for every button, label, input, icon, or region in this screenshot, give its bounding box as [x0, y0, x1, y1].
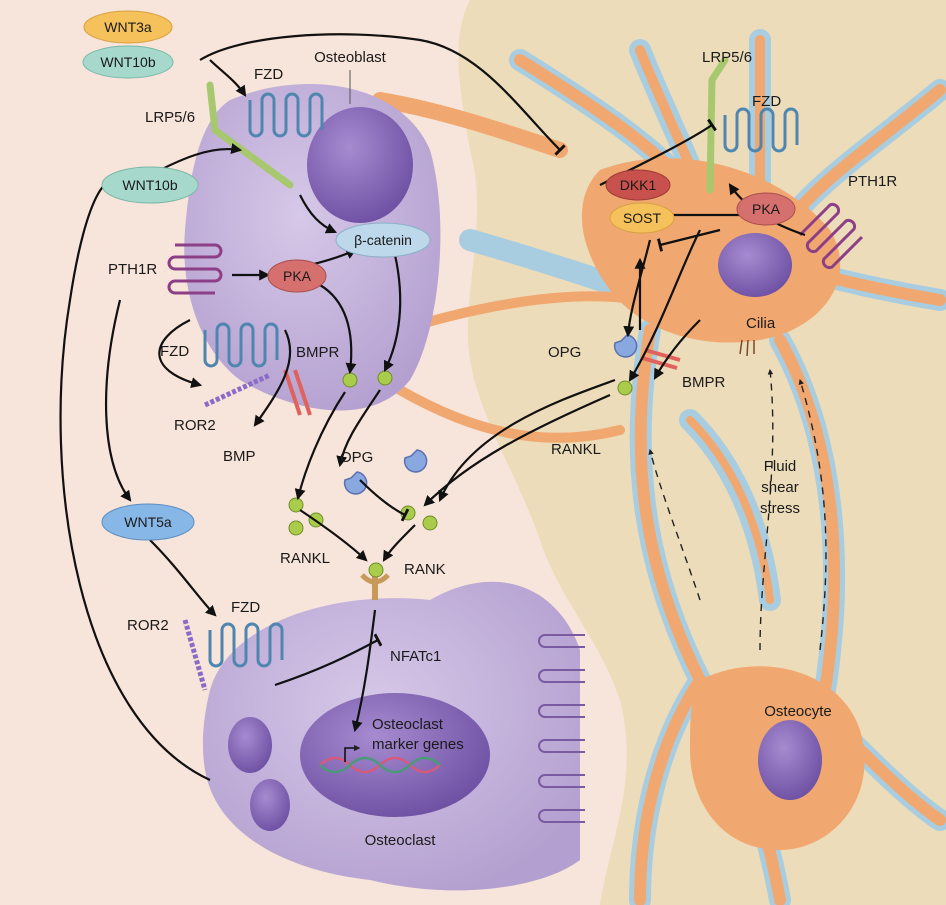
fluid-label-3: stress [760, 500, 800, 517]
lrp-label-osteocyte: LRP5/6 [702, 49, 752, 66]
osteoblast-nucleus [307, 107, 413, 223]
svg-text:WNT10b: WNT10b [100, 54, 155, 70]
osteocyte-lower-nucleus [758, 720, 822, 800]
osteocyte-upper-nucleus [718, 233, 792, 297]
rankl-label-osteocyte: RANKL [551, 441, 601, 458]
pka-pill-osteocyte: PKA [736, 192, 796, 226]
fzd-receptor-osteoblast [248, 92, 324, 138]
pth1r-label-osteoblast: PTH1R [108, 261, 157, 278]
wnt3a-pill: WNT3a [83, 10, 173, 44]
rank-receptor-cup [360, 573, 390, 585]
fzd-receptor-osteoblast-lower [203, 322, 279, 368]
pka-pill-osteoblast: PKA [267, 259, 327, 293]
osteocyte-label: Osteocyte [764, 703, 832, 720]
dna-helix-strand-2 [319, 756, 441, 774]
osteoblast-label: Osteoblast [314, 49, 387, 66]
bmpr-label-osteocyte: BMPR [682, 374, 726, 391]
svg-text:SOST: SOST [623, 210, 662, 226]
ruffled-border [538, 634, 585, 823]
cilia [739, 339, 755, 357]
bmpr-receptor-osteoblast [283, 369, 312, 416]
fzd-label-osteocyte: FZD [752, 93, 781, 110]
osteoclast-small-nucleus-1 [228, 717, 272, 773]
fzd-receptor-osteoclast [208, 622, 284, 668]
pth1r-receptor-osteoblast [167, 243, 223, 295]
wnt10b-pill-top: WNT10b [82, 45, 174, 79]
ror2-receptor-osteoclast [182, 619, 208, 691]
cilia-label: Cilia [746, 315, 776, 332]
bmp-label: BMP [223, 448, 256, 465]
marker-genes-label-1: Osteoclast [372, 716, 444, 733]
transcription-arrow [344, 744, 361, 762]
svg-text:WNT3a: WNT3a [104, 19, 152, 35]
bmpr-label-osteoblast: BMPR [296, 344, 340, 361]
lrp-label-osteoblast: LRP5/6 [145, 109, 195, 126]
pth1r-receptor-osteocyte [798, 202, 864, 270]
svg-text:PKA: PKA [752, 201, 781, 217]
fluid-label-2: shear [761, 479, 799, 496]
svg-text:WNT10b: WNT10b [122, 177, 177, 193]
ror2-label-osteoclast: ROR2 [127, 617, 169, 634]
wnt5a-pill: WNT5a [101, 503, 195, 541]
svg-text:PKA: PKA [283, 268, 312, 284]
rankl-label-center: RANKL [280, 550, 330, 567]
dkk1-pill: DKK1 [605, 169, 671, 201]
fluid-flow-arrows [648, 368, 827, 651]
fzd-label-osteoblast-lower: FZD [160, 343, 189, 360]
svg-text:DKK1: DKK1 [620, 177, 657, 193]
fzd-label-osteoclast: FZD [231, 599, 260, 616]
opg-label-osteocyte: OPG [548, 344, 581, 361]
osteoclast-label: Osteoclast [365, 832, 437, 849]
fzd-receptor-osteocyte [723, 107, 799, 153]
lrp-receptor-osteoblast [206, 81, 294, 189]
beta-catenin-pill: β-catenin [335, 222, 431, 258]
svg-text:β-catenin: β-catenin [354, 232, 412, 248]
pth1r-label-osteocyte: PTH1R [848, 173, 897, 190]
ror2-label-osteoblast: ROR2 [174, 417, 216, 434]
opg-label-center: OPG [340, 449, 373, 466]
lrp-receptor-osteocyte [706, 56, 729, 194]
nfatc1-label: NFATc1 [390, 648, 441, 665]
rank-label: RANK [404, 561, 446, 578]
bmpr-receptor-osteocyte [641, 348, 681, 370]
osteoclast-small-nucleus-2 [250, 779, 290, 831]
fluid-label-1: Fluid [764, 458, 797, 475]
opg-shapes [343, 334, 638, 495]
wnt10b-pill-left: WNT10b [101, 166, 199, 204]
svg-text:WNT5a: WNT5a [124, 514, 172, 530]
osteoclast-main-nucleus [300, 693, 490, 817]
marker-genes-label-2: marker genes [372, 736, 464, 753]
sost-pill: SOST [609, 202, 675, 234]
fzd-label-osteoblast: FZD [254, 66, 283, 83]
